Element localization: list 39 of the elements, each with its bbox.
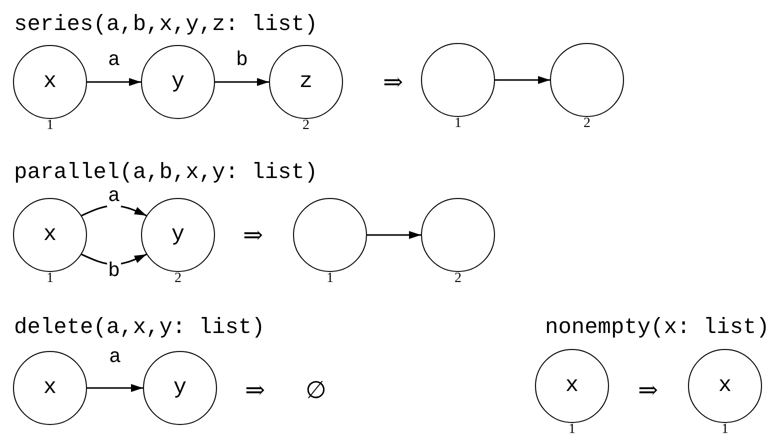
- arrow: [367, 231, 421, 239]
- rule-heading: parallel(a,b,x,y: list): [14, 160, 318, 185]
- math-symbol: ⇒: [382, 68, 404, 96]
- rule-heading: delete(a,x,y: list): [14, 315, 265, 340]
- math-symbol: ⇒: [244, 376, 266, 404]
- node-circle: [13, 351, 87, 425]
- node-number: 2: [174, 272, 182, 286]
- math-symbol: ⇒: [638, 376, 658, 404]
- node-label: x: [564, 375, 580, 397]
- arrow: [87, 78, 141, 86]
- node-number: 2: [454, 272, 462, 286]
- node-number: 1: [46, 119, 54, 133]
- arrow: [81, 254, 147, 266]
- node-circle: [141, 45, 215, 119]
- node-number: 2: [302, 119, 310, 133]
- node-number: 2: [584, 117, 590, 131]
- arrow: [215, 78, 269, 86]
- node-number: 1: [722, 423, 728, 437]
- edge-label: a: [107, 187, 121, 207]
- node-label: x: [42, 377, 58, 399]
- node-number: 1: [326, 272, 334, 286]
- node-label: z: [298, 71, 314, 93]
- node-label: x: [717, 375, 733, 397]
- arrow: [87, 384, 143, 392]
- node-label: y: [170, 224, 186, 246]
- rule-heading: series(a,b,x,y,z: list): [14, 12, 318, 37]
- arrow: [495, 76, 550, 84]
- node-label: y: [170, 71, 186, 93]
- node-number: 1: [454, 117, 462, 131]
- math-symbol: ∅: [306, 376, 326, 404]
- node-label: x: [42, 224, 58, 246]
- rule-heading: nonempty(x: list): [545, 315, 770, 340]
- node-label: x: [42, 71, 58, 93]
- math-symbol: ⇒: [242, 221, 264, 249]
- arrow: [81, 204, 147, 216]
- node-number: 1: [46, 272, 54, 286]
- node-number: 1: [568, 423, 576, 437]
- node-label: y: [172, 377, 188, 399]
- node-circle: [143, 351, 217, 425]
